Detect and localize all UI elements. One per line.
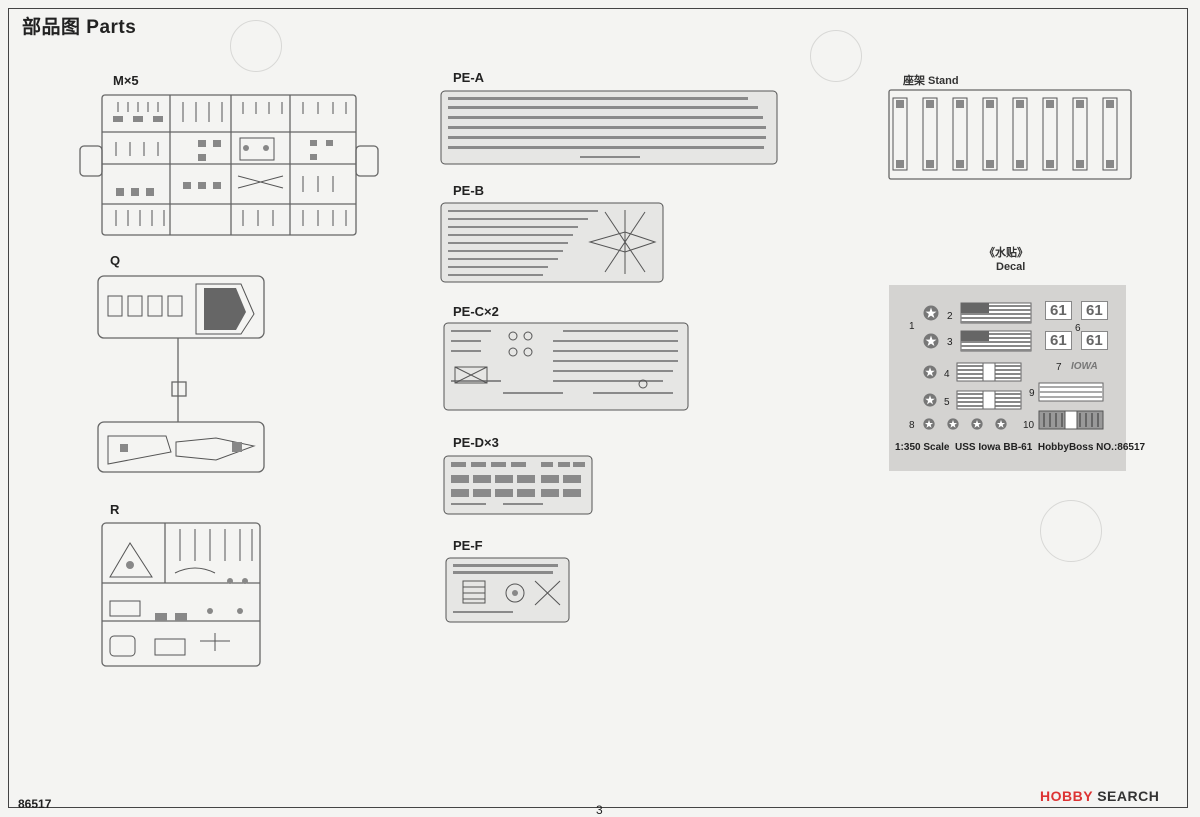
sprue-m-label: M×5 bbox=[113, 73, 139, 88]
pe-c-fret bbox=[443, 322, 689, 411]
decal-number: 6 bbox=[1075, 323, 1081, 334]
background-ghost bbox=[1040, 500, 1102, 562]
page-title: 部品图 Parts bbox=[22, 17, 137, 38]
pe-f-label: PE-F bbox=[453, 538, 483, 553]
stand-label: 座架 Stand bbox=[903, 75, 959, 87]
sprue-r-label: R bbox=[110, 502, 120, 517]
pe-d-label: PE-D×3 bbox=[453, 435, 499, 450]
page-number: 3 bbox=[596, 803, 603, 817]
us-flag-icon bbox=[960, 330, 1032, 352]
us-flag-icon bbox=[1038, 410, 1104, 430]
decal-number: 8 bbox=[909, 420, 915, 431]
pe-a-label: PE-A bbox=[453, 70, 485, 85]
decal-number: 5 bbox=[944, 397, 950, 408]
pe-d-fret bbox=[443, 455, 593, 515]
pe-c-label: PE-C×2 bbox=[453, 304, 499, 319]
decal-heading-en: Decal bbox=[996, 261, 1026, 273]
flag-outline-icon bbox=[1038, 382, 1104, 402]
pe-b-label: PE-B bbox=[453, 183, 485, 198]
background-ghost bbox=[230, 20, 282, 72]
star-roundel-icon bbox=[923, 393, 937, 407]
watermark-logo: HOBBY SEARCH bbox=[1040, 788, 1159, 804]
decal-number: 7 bbox=[1056, 362, 1062, 373]
star-roundel-icon bbox=[971, 418, 983, 430]
decal-caption: 1:350 Scale USS Iowa BB-61 HobbyBoss NO.… bbox=[895, 442, 1146, 453]
pe-a-fret bbox=[440, 90, 778, 165]
pe-f-fret bbox=[445, 557, 570, 623]
star-roundel-icon bbox=[947, 418, 959, 430]
decal-number: 1 bbox=[909, 321, 915, 332]
decal-number: 10 bbox=[1023, 420, 1035, 431]
hull-number-decal: 61 bbox=[1081, 301, 1108, 320]
star-roundel-icon bbox=[923, 418, 935, 430]
sprue-q bbox=[97, 275, 265, 473]
watermark-brand: HOBBY bbox=[1040, 788, 1093, 804]
decal-number: 4 bbox=[944, 369, 950, 380]
background-ghost bbox=[810, 30, 862, 82]
stand-sprue bbox=[888, 89, 1132, 180]
decal-number: 3 bbox=[947, 337, 953, 348]
sprue-m bbox=[79, 94, 379, 236]
decal-heading-cn: 《水贴》 bbox=[984, 247, 1028, 259]
watermark-suffix: SEARCH bbox=[1097, 788, 1160, 804]
us-flag-icon bbox=[960, 302, 1032, 324]
decal-number: 2 bbox=[947, 311, 953, 322]
decal-number: 9 bbox=[1029, 388, 1035, 399]
star-roundel-icon bbox=[995, 418, 1007, 430]
decal-sheet: 1 2 3 4 5 6 7 8 9 10 61 61 61 61 IOWA 1:… bbox=[889, 285, 1146, 471]
us-flag-icon bbox=[956, 362, 1022, 382]
star-roundel-icon bbox=[923, 333, 939, 349]
ship-name-decal: IOWA bbox=[1071, 361, 1098, 372]
star-roundel-icon bbox=[923, 305, 939, 321]
hull-number-decal: 61 bbox=[1081, 331, 1108, 350]
hull-number-decal: 61 bbox=[1045, 301, 1072, 320]
hull-number-decal: 61 bbox=[1045, 331, 1072, 350]
us-flag-icon bbox=[956, 390, 1022, 410]
page-border bbox=[8, 8, 1188, 808]
star-roundel-icon bbox=[923, 365, 937, 379]
kit-number: 86517 bbox=[18, 797, 52, 811]
pe-b-fret bbox=[440, 202, 664, 283]
sprue-q-label: Q bbox=[110, 253, 121, 268]
sprue-r bbox=[101, 522, 261, 667]
